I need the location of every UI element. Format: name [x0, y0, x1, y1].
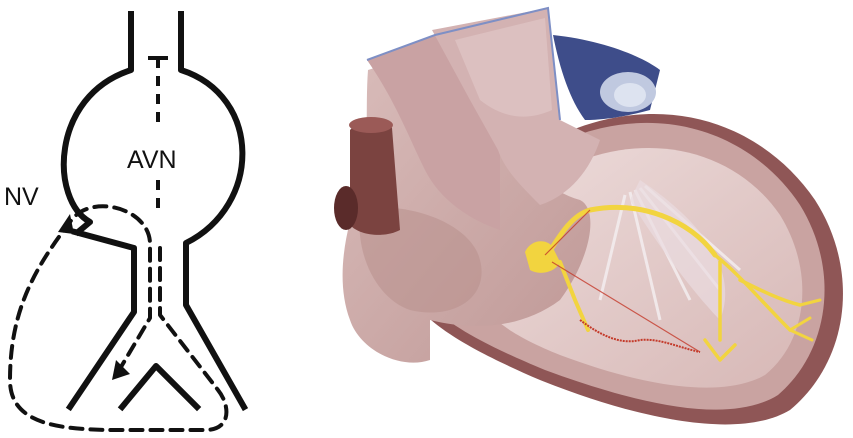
aortic-branch [350, 120, 400, 235]
label-avn: AVN [127, 146, 177, 174]
arrow-icon-down [112, 360, 130, 380]
arrow-icon-up [58, 214, 74, 234]
aortic-branch-top [349, 117, 393, 133]
blue-vessel-opening-inner [614, 83, 646, 107]
reentry-schematic: AVN NV [4, 14, 244, 430]
bundle-branch-fork [122, 366, 197, 407]
his-bundle-inner-left [70, 232, 134, 407]
aortic-branch-opening [334, 186, 358, 230]
avn-outline-right [181, 14, 244, 407]
heart-illustration [334, 8, 843, 424]
label-nv: NV [4, 183, 39, 211]
avn-outline-left [64, 14, 131, 232]
